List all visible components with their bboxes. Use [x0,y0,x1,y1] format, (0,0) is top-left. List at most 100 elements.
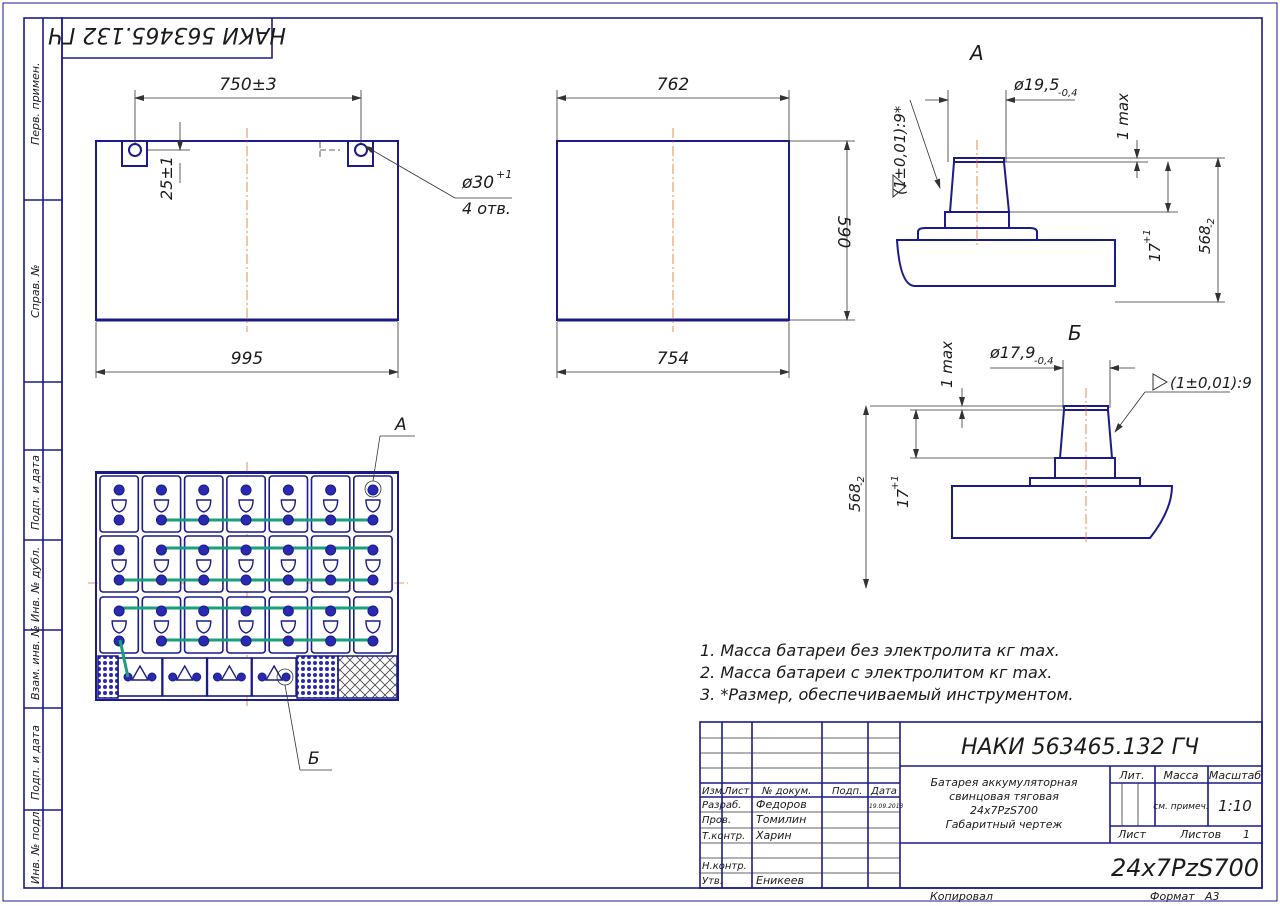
terminal-post [155,574,167,586]
terminal-post [198,514,210,526]
terminal-post [367,574,379,586]
terminal-post [325,574,337,586]
doc-number: НАКИ 563465.132 ГЧ [961,735,1199,760]
terminal-post [168,672,178,682]
strip-label: Справ. № [29,264,42,318]
cell-vent-plug [238,620,254,634]
listov-label: Листов [1179,828,1221,841]
detail-b-dia: ø17,9 [989,343,1035,362]
dim-height: 590 [833,216,853,248]
name-utv: Еникеев [756,874,804,887]
detail-a-dia-tol: -0,4 [1058,88,1078,99]
detail-a-h568-tol: -2 [1206,218,1217,228]
terminal-post [198,635,210,647]
cell-vent-plug [280,620,297,634]
detail-a-taper: (1±0,01):9* [891,105,909,195]
detail-b-h568: 568 [846,483,864,512]
massa-value: см. примеч. [1153,802,1208,812]
hdr-n-dokum: № докум. [761,786,811,797]
dim-hole-dia: ø30 [461,173,494,193]
cell-vent-plug [111,620,127,634]
terminal-post [325,514,337,526]
detail-b-dia-tol: -0,4 [1034,356,1054,367]
detail-a: А ø19,5 -0,4 (1±0,01):9* 1 max 17 +1 568… [891,41,1225,303]
terminal-post [155,605,167,617]
detail-b-label: Б [1068,321,1082,345]
terminal-post [113,484,125,496]
role-prov: Пров. [702,815,731,826]
terminal-post [325,635,337,647]
strip-label: Подп. и дата [29,455,42,530]
note-3: 3. *Размер, обеспечиваемый инструментом. [700,685,1074,704]
cell-vent-plug [175,664,194,681]
detail-b-max: 1 max [938,341,956,388]
cell-vent-plug [153,620,170,634]
terminal-post [198,574,210,586]
cell-vent-plug [196,499,212,513]
format-value: А3 [1204,890,1220,903]
terminal-post [236,672,246,682]
terminal-post [240,574,252,586]
terminal-post [367,544,379,556]
terminal-post [257,672,267,682]
terminal-post [367,514,379,526]
connector-bar [118,639,130,678]
dim-length: 995 [231,349,263,369]
desc-line-3: 24х7PzS700 [970,804,1038,817]
detail-b-h568-tol: -2 [856,476,867,486]
cell-vent-plug [238,559,254,573]
terminal-post [113,605,125,617]
detail-a-h17-tol: +1 [1142,229,1153,244]
cell-vent-plug [130,664,150,681]
terminal-post [282,605,294,617]
cell-vent-plug [322,559,339,573]
cell-vent-plug [365,559,381,573]
terminal-post [113,514,125,526]
detail-a-h568: 568 [1196,225,1214,254]
callout-a: А [394,415,407,435]
side-view: 762 754 590 [556,75,855,378]
mirrored-doc-number: НАКИ 563465.132 ГЧ [48,22,286,47]
mirrored-doc-number-box: НАКИ 563465.132 ГЧ [48,18,286,59]
terminal-post [282,635,294,647]
dim-hole-count: 4 отв. [462,199,511,218]
top-view: А Б [88,415,415,771]
terminal-post [325,484,337,496]
notes: 1. Масса батареи без электролита кг max.… [700,641,1074,704]
detail-a-h17: 17 [1146,242,1164,262]
detail-b-h17: 17 [894,488,912,508]
terminal-post [198,484,210,496]
detail-b-h17-tol: +1 [890,475,901,490]
detail-b-taper: (1±0,01):9 [1170,374,1252,392]
sign-date: 19.09.2013 [869,803,904,810]
lit-label: Лит. [1118,769,1144,782]
terminal-post [155,514,167,526]
terminal-post [282,484,294,496]
strip-label: Взам. инв. № [29,625,42,700]
hatched-block [337,655,398,699]
dim-side-top: 762 [657,75,689,95]
cell-vent-plug [280,499,297,513]
note-2: 2. Масса батареи с электролитом кг max. [700,663,1052,682]
terminal-post [367,484,379,496]
note-1: 1. Масса батареи без электролита кг max. [700,641,1060,660]
masshtab-value: 1:10 [1218,797,1252,815]
hdr-list: Лист [723,786,751,797]
title-block: Изм. Лист № докум. Подп. Дата Разраб. Пр… [699,721,1263,903]
terminal-post [240,544,252,556]
dotted-filler-right [296,655,339,699]
terminal-post [282,574,294,586]
listov-value: 1 [1243,828,1250,841]
cell-vent-plug [238,499,254,513]
cell-vent-plug [196,559,212,573]
name-tkontr: Харин [755,829,792,842]
role-utv: Утв. [702,876,723,887]
hdr-podp: Подп. [832,786,862,797]
dim-side-bottom: 754 [657,349,689,369]
cell-vent-plug [153,559,170,573]
dim-hole-dia-tol: +1 [496,168,512,181]
desc-line-4: Габаритный чертеж [946,818,1063,831]
strip-label: Подп. и дата [29,725,42,800]
terminal-post [240,484,252,496]
terminal-post [367,605,379,617]
